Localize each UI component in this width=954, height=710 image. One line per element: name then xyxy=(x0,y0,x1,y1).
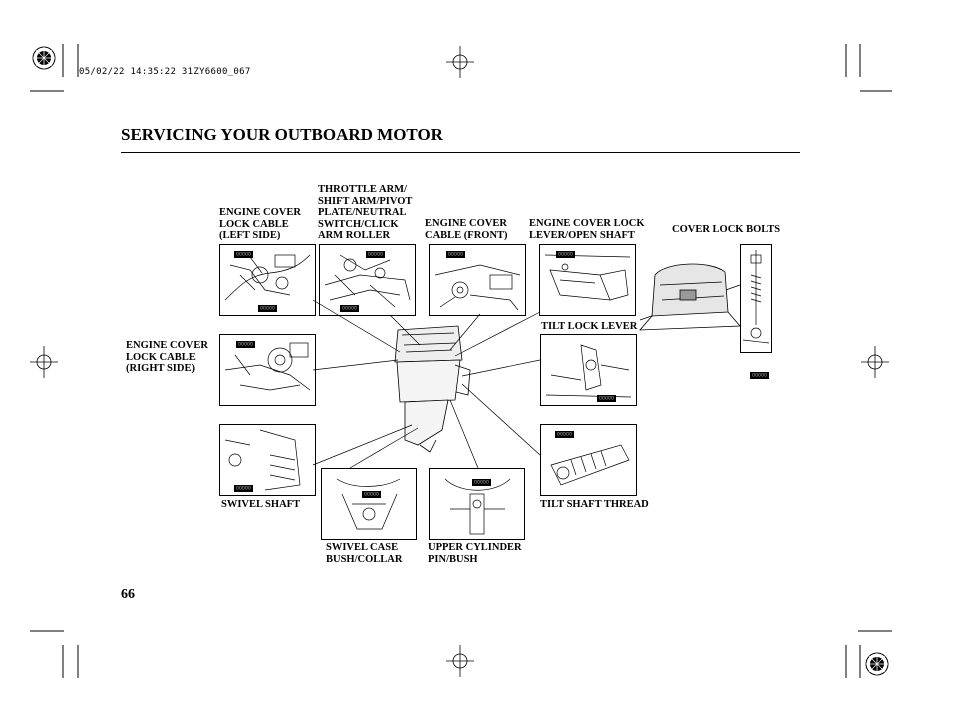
detail-cover-lock-bolts xyxy=(740,244,772,353)
sunburst-mark-top-left xyxy=(32,46,56,70)
label-swivel-shaft: SWIVEL SHAFT xyxy=(221,499,301,510)
detail-tilt-lock-lever: ▯▯▯▯▯ xyxy=(540,334,637,406)
label-upper-cylinder-pin: UPPER CYLINDER PIN/BUSH xyxy=(428,542,522,565)
label-tilt-shaft-thread: TILT SHAFT THREAD xyxy=(540,499,649,510)
crosshair-top-center xyxy=(446,46,474,78)
page-number: 66 xyxy=(121,587,135,602)
label-throttle-arm: THROTTLE ARM/ SHIFT ARM/PIVOT PLATE/NEUT… xyxy=(318,184,413,241)
title-rule xyxy=(121,152,800,153)
print-stamp: 05/02/22 14:35:22 31ZY6600_067 xyxy=(79,67,251,77)
detail-swivel-shaft: ▯▯▯▯▯ xyxy=(219,424,316,496)
detail-lock-cable-right: ▯▯▯▯▯ xyxy=(219,334,316,406)
detail-swivel-case-bush: ▯▯▯▯▯ xyxy=(321,468,417,540)
detail-cover-lock-lever: ▯▯▯▯▯ xyxy=(539,244,636,316)
label-engine-cover-lock-cable-left: ENGINE COVER LOCK CABLE (LEFT SIDE) xyxy=(219,207,301,241)
detail-throttle-arm: ▯▯▯▯▯ ▯▯▯▯▯ xyxy=(319,244,416,316)
label-swivel-case-bush: SWIVEL CASE BUSH/COLLAR xyxy=(326,542,403,565)
crosshair-left xyxy=(30,346,58,378)
label-engine-cover-cable-front: ENGINE COVER CABLE (FRONT) xyxy=(425,218,508,241)
sunburst-mark-bottom-right xyxy=(865,652,889,676)
label-cover-lock-bolts: COVER LOCK BOLTS xyxy=(672,224,781,235)
crosshair-bottom-center xyxy=(446,645,474,677)
label-engine-cover-lock-cable-right: ENGINE COVER LOCK CABLE (RIGHT SIDE) xyxy=(126,340,208,374)
detail-lock-cable-left: ▯▯▯▯▯ ▯▯▯▯▯ xyxy=(219,244,316,316)
label-tilt-lock-lever: TILT LOCK LEVER xyxy=(541,321,638,332)
label-engine-cover-lock-lever: ENGINE COVER LOCK LEVER/OPEN SHAFT xyxy=(529,218,645,241)
detail-tilt-shaft-thread: ▯▯▯▯▯ xyxy=(540,424,637,496)
detail-upper-cylinder-pin: ▯▯▯▯▯ xyxy=(429,468,525,540)
page-title: SERVICING YOUR OUTBOARD MOTOR xyxy=(121,125,443,144)
crosshair-right xyxy=(861,346,889,378)
bolt-tag: ▯▯▯▯▯ xyxy=(750,372,770,379)
detail-cover-cable-front: ▯▯▯▯▯ xyxy=(429,244,526,316)
